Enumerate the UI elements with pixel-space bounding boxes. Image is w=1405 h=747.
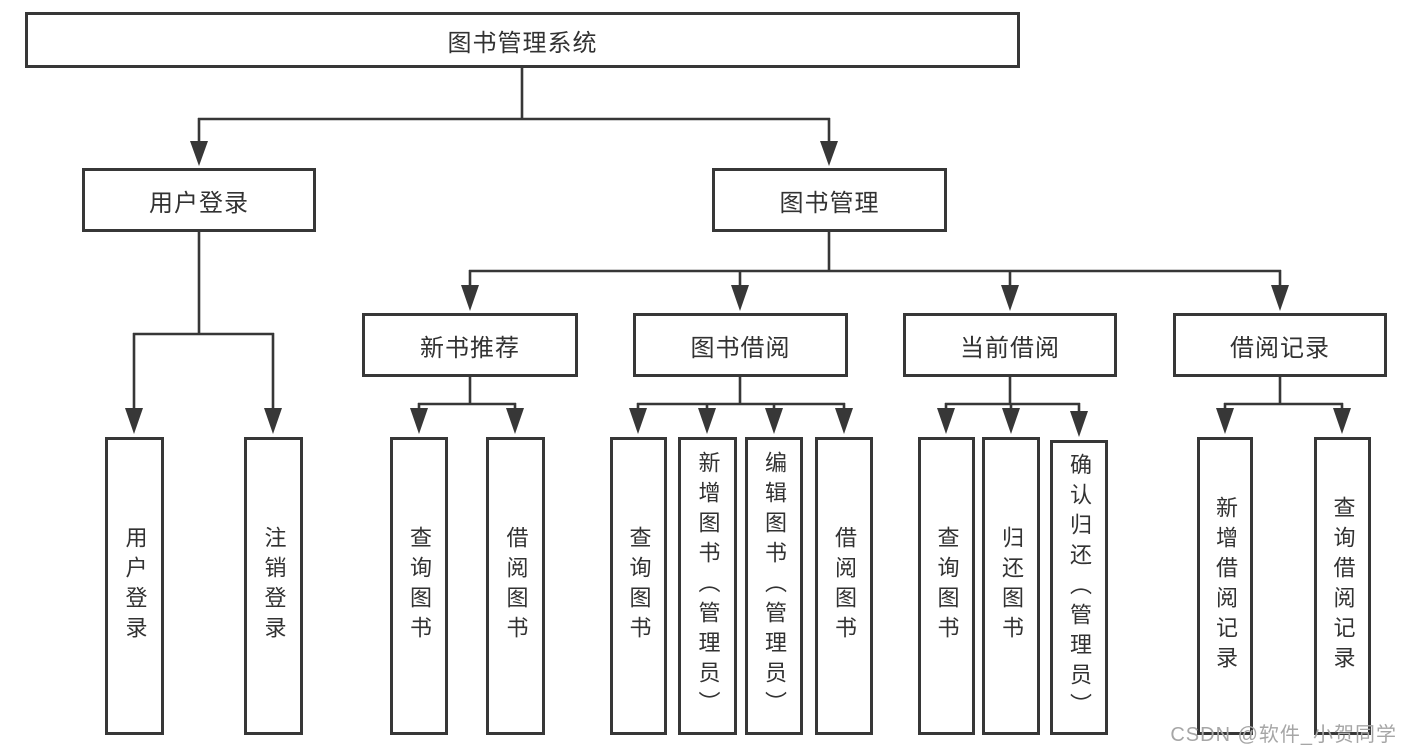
watermark: CSDN @软件_小贺同学: [1170, 724, 1397, 746]
node-book-management: 图书管理: [712, 168, 947, 232]
leaf-logout: 注销登录: [244, 437, 303, 735]
leaf-query-borrow-record: 查询借阅记录: [1314, 437, 1371, 735]
leaf-edit-book-admin: 编辑图书（管理员）: [745, 437, 803, 735]
leaf-query-borrow-record-label: 查询借阅记录: [1330, 496, 1356, 676]
leaf-user-login: 用户登录: [105, 437, 164, 735]
node-user-login: 用户登录: [82, 168, 316, 232]
leaf-borrow-book-label: 借阅图书: [832, 526, 857, 646]
leaf-query-book-recommend: 查询图书: [390, 437, 448, 735]
leaf-borrow-book: 借阅图书: [815, 437, 873, 735]
leaf-borrow-book-recommend-label: 借阅图书: [503, 526, 529, 646]
leaf-add-borrow-record-label: 新增借阅记录: [1213, 496, 1238, 676]
leaf-query-book-borrow-label: 查询图书: [626, 526, 652, 646]
leaf-borrow-book-recommend: 借阅图书: [486, 437, 545, 735]
leaf-return-book: 归还图书: [982, 437, 1040, 735]
leaf-add-book-admin: 新增图书（管理员）: [678, 437, 737, 735]
node-current-borrow: 当前借阅: [903, 313, 1117, 377]
leaf-user-login-label: 用户登录: [122, 526, 148, 646]
leaf-add-borrow-record: 新增借阅记录: [1197, 437, 1253, 735]
leaf-confirm-return-admin-label: 确认归还（管理员）: [1067, 452, 1092, 723]
node-root: 图书管理系统: [25, 12, 1020, 68]
node-borrow-records: 借阅记录: [1173, 313, 1387, 377]
leaf-query-book-current-label: 查询图书: [934, 526, 960, 646]
node-book-borrow: 图书借阅: [633, 313, 848, 377]
leaf-query-book-current: 查询图书: [918, 437, 975, 735]
leaf-edit-book-admin-label: 编辑图书（管理员）: [762, 451, 787, 721]
leaf-query-book-borrow: 查询图书: [610, 437, 667, 735]
leaf-query-book-recommend-label: 查询图书: [407, 526, 432, 646]
leaf-confirm-return-admin: 确认归还（管理员）: [1050, 440, 1108, 735]
leaf-add-book-admin-label: 新增图书（管理员）: [695, 451, 721, 721]
leaf-return-book-label: 归还图书: [999, 526, 1024, 646]
leaf-logout-label: 注销登录: [261, 526, 287, 646]
node-new-book-recommend: 新书推荐: [362, 313, 578, 377]
